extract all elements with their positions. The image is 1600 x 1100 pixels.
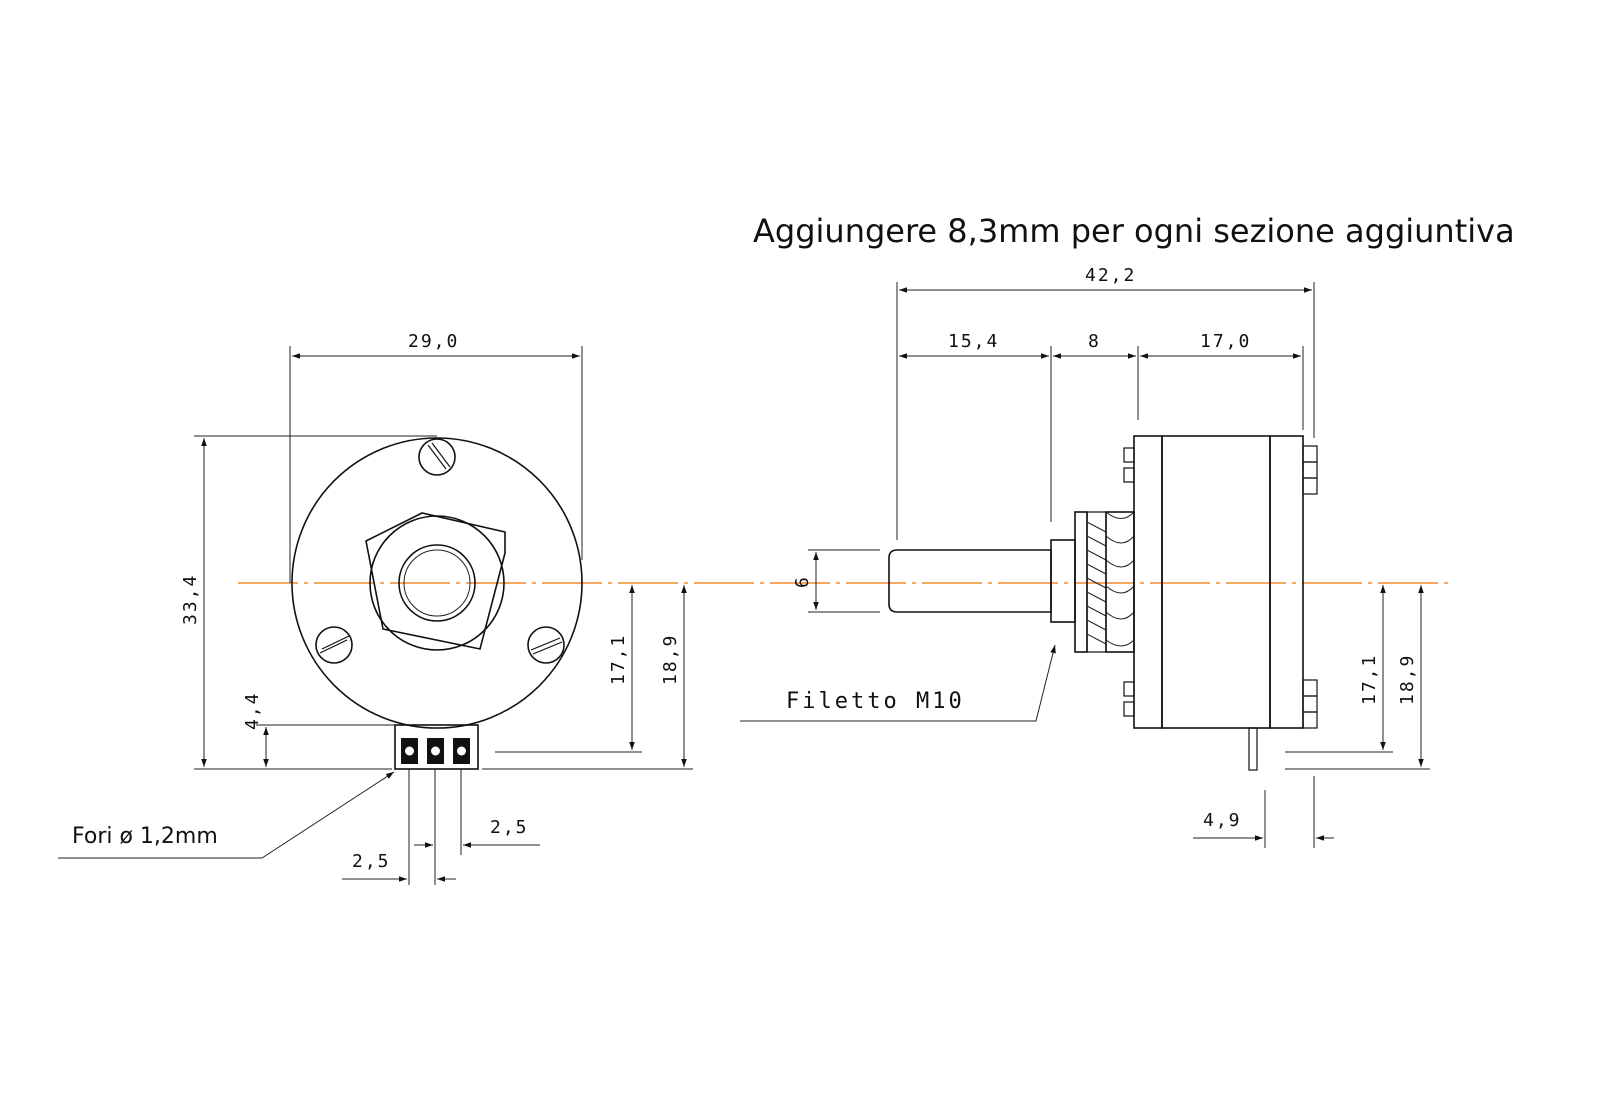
dim-front-height-label: 33,4 — [180, 574, 201, 625]
hex-nut — [365, 512, 506, 650]
front-plate — [1133, 435, 1163, 729]
dim-body-length-label: 17,0 — [1200, 331, 1251, 352]
dim-front-center-base-label: 18,9 — [660, 634, 681, 685]
front-body-circle — [291, 437, 583, 729]
main-body — [1161, 435, 1271, 729]
dim-front-width-label: 29,0 — [408, 331, 459, 352]
front-view: 29,0 33,4 4,4 17,1 18,9 2,5 2,5 Fori ø 1… — [58, 331, 693, 885]
plate-tab-top — [1123, 447, 1135, 463]
back-plate — [1269, 435, 1304, 729]
side-terminal-pin — [1248, 727, 1258, 771]
shaft-outer — [398, 544, 476, 622]
dim-side-center-terminal-label: 17,1 — [1359, 654, 1380, 705]
shaft-inner — [403, 549, 471, 617]
dim-terminal-offset-label: 4,9 — [1203, 810, 1242, 831]
shaft — [888, 549, 1052, 613]
nut-washer — [369, 515, 505, 651]
holes-note: Fori ø 1,2mm — [72, 824, 218, 849]
back-screw-bottom — [1302, 679, 1318, 729]
dim-pin-pitch-left-label: 2,5 — [352, 851, 391, 872]
dim-side-center-base-label: 18,9 — [1397, 654, 1418, 705]
holes-leader — [58, 771, 395, 859]
terminal-block — [394, 724, 479, 770]
thread-leader — [740, 644, 1056, 722]
screw-left — [315, 626, 353, 664]
back-screw-top — [1302, 445, 1318, 495]
nut-left — [1074, 511, 1088, 653]
terminal-pins — [401, 738, 470, 764]
dim-terminal-height-label: 4,4 — [242, 691, 263, 730]
plate-tab-bottom — [1123, 681, 1135, 697]
dim-pin-pitch-right-label: 2,5 — [490, 817, 529, 838]
screw-top — [418, 438, 456, 476]
dim-bushing-length-label: 8 — [1088, 331, 1101, 352]
bushing — [1050, 539, 1076, 623]
thread-note: Filetto M10 — [786, 689, 965, 714]
screw-right — [527, 626, 565, 664]
dim-shaft-length-label: 15,4 — [948, 331, 999, 352]
drawing-title: Aggiungere 8,3mm per ogni sezione aggiun… — [753, 212, 1515, 250]
side-view: 42,2 15,4 8 17,0 6 Filetto M10 17,1 18,9… — [740, 265, 1430, 848]
dim-overall-length-label: 42,2 — [1085, 265, 1136, 286]
dim-front-center-terminal-label: 17,1 — [608, 634, 629, 685]
thread — [1086, 511, 1107, 653]
dim-shaft-diameter-label: 6 — [792, 575, 813, 588]
nut-right — [1105, 511, 1135, 653]
